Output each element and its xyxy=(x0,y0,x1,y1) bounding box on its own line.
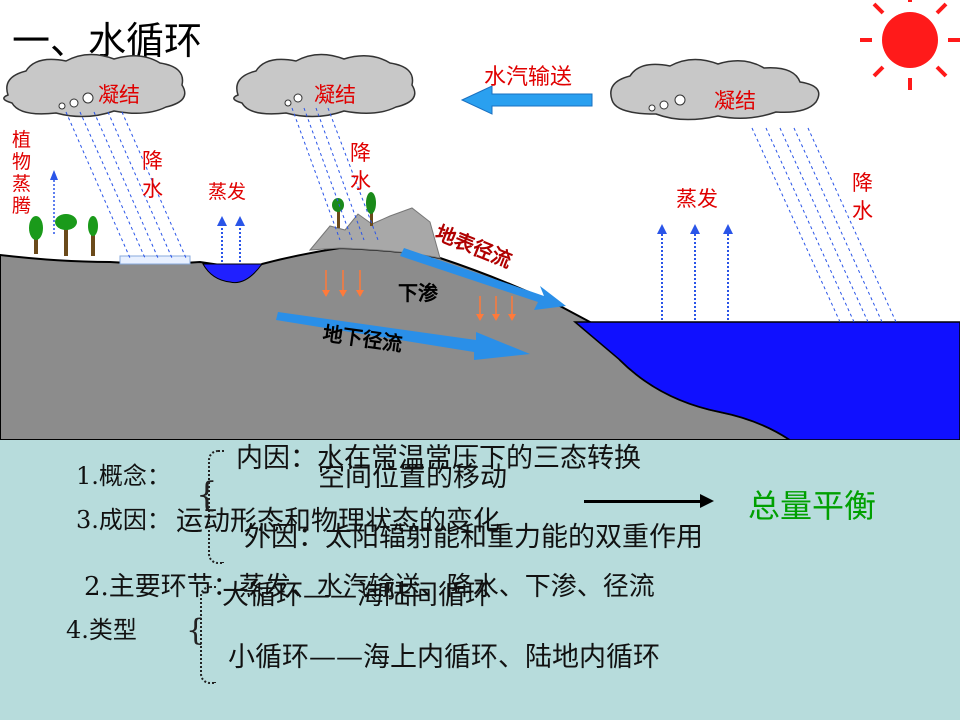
label-condense-right: 凝结 xyxy=(714,89,756,113)
note-small-cycle: 小循环——海上内循环、陆地内循环 xyxy=(228,642,660,673)
label-evaporation-land: 蒸发 xyxy=(208,181,246,203)
brace-concept-icon: { xyxy=(196,475,218,515)
note-item1: 1.概念： xyxy=(76,462,171,490)
transpiration-arrow xyxy=(50,170,58,234)
cloud-middle xyxy=(233,53,416,118)
page-title: 一、水循环 xyxy=(12,19,203,63)
label-infiltration: 下渗 xyxy=(398,281,439,305)
infiltration-arrows xyxy=(322,270,516,321)
trees-left xyxy=(29,214,98,256)
balance-arrow-line xyxy=(584,500,704,503)
trees-mountain xyxy=(332,192,376,228)
sea xyxy=(572,321,960,440)
balance-arrow-head-icon xyxy=(700,494,714,508)
rain-left xyxy=(65,111,187,259)
note-item3: 3.成因： xyxy=(76,506,171,534)
label-transpiration-2: 物 xyxy=(12,151,31,173)
cloud-right xyxy=(610,58,820,121)
label-transpiration-1: 植 xyxy=(12,129,31,151)
label-rain-left-2: 水 xyxy=(142,177,163,201)
sun-icon xyxy=(860,0,960,90)
label-vapor-transport: 水汽输送 xyxy=(484,65,572,90)
evaporation-sea-arrows xyxy=(657,224,733,320)
label-rain-right-2: 水 xyxy=(852,199,873,223)
shallow-water xyxy=(119,255,191,265)
note-item2: 2.主要环节：蒸发、水汽输送、降水、下渗、径流 xyxy=(84,572,655,602)
note-big-cycle: 大循环——海陆间循环 xyxy=(222,580,492,611)
label-transpiration-3: 蒸 xyxy=(12,173,31,195)
surface-runoff-arrow xyxy=(400,248,566,310)
brace-causes xyxy=(208,450,224,564)
note-motion-change: 运动形态和物理状态的变化 xyxy=(176,506,500,537)
note-inner-cause: 内因：水在常温常压下的三态转换 xyxy=(236,443,641,474)
note-space-move: 空间位置的移动 xyxy=(318,462,507,493)
label-rain-mid-1: 降 xyxy=(350,141,371,165)
brace-types xyxy=(200,586,216,684)
label-transpiration-4: 腾 xyxy=(12,195,31,217)
evaporation-land-arrows xyxy=(217,216,245,262)
label-rain-left-1: 降 xyxy=(142,149,163,173)
note-total-balance: 总量平衡 xyxy=(748,487,877,525)
label-condense-middle: 凝结 xyxy=(314,83,356,107)
water-cycle-diagram: 凝结 凝结 凝结 水汽输送 植 物 蒸 腾 降 水 降 水 降 水 蒸发 蒸发 … xyxy=(0,0,960,440)
label-condense-left: 凝结 xyxy=(98,83,140,107)
note-item4: 4.类型 xyxy=(66,616,137,644)
note-outer-cause: 外因：太阳辐射能和重力能的双重作用 xyxy=(244,522,703,553)
brace-types-icon: { xyxy=(186,613,206,648)
groundwater-runoff-arrow xyxy=(276,312,530,360)
label-evaporation-sea: 蒸发 xyxy=(676,187,718,211)
vapor-transport-arrow xyxy=(460,85,593,115)
rain-right xyxy=(751,127,897,323)
cloud-left xyxy=(3,53,186,118)
label-rain-right-1: 降 xyxy=(852,171,873,195)
notes-panel xyxy=(0,440,960,720)
label-rain-mid-2: 水 xyxy=(350,169,371,193)
lake xyxy=(202,263,263,284)
